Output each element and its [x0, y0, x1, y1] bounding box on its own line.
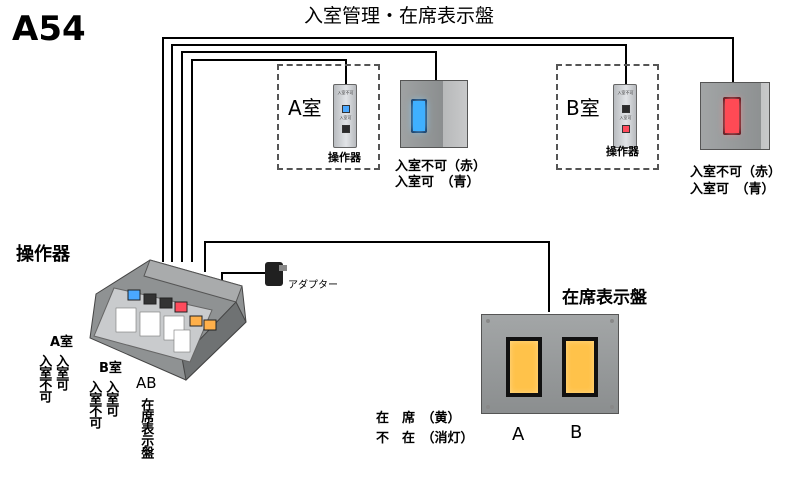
wire-to-b-controller	[171, 44, 627, 262]
presence-slot-a-label: A	[512, 424, 525, 445]
wire-to-a-controller	[191, 59, 347, 262]
room-a-switch-text-top: 入室不可	[337, 90, 354, 95]
wire-to-b-display	[162, 37, 734, 262]
room-b-label: B室	[566, 96, 600, 120]
room-a-group	[277, 64, 380, 170]
adapter-label: アダプター	[288, 280, 338, 291]
system-title: 入室管理・在席表示盤	[304, 5, 495, 27]
code-label: A54	[12, 9, 86, 49]
legend-a-no-entry: 入室不可	[36, 354, 52, 402]
presence-lamp-a	[510, 341, 538, 393]
room-b-group	[556, 64, 659, 170]
main-button-b-red	[174, 301, 188, 313]
room-b-controller: 入室不可 入室可	[613, 84, 637, 148]
room-a-controller-label: 操作器	[328, 151, 361, 164]
presence-slot-b-label: B	[570, 422, 583, 443]
main-controller	[89, 259, 247, 382]
room-a-switch-text-bottom: 入室可	[339, 115, 352, 120]
door-display-a-line2: 入室可 （青）	[395, 175, 480, 190]
presence-panel	[481, 314, 619, 414]
main-button-a-blue	[127, 289, 141, 301]
door-display-b-line1: 入室不可（赤）	[690, 165, 782, 180]
room-a-controller: 入室不可 入室可	[333, 84, 357, 148]
room-b-switch-text-top: 入室不可	[617, 90, 634, 95]
legend-a-entry-ok: 入室可	[53, 354, 69, 390]
room-b-red-button	[622, 125, 630, 133]
legend-b-room: B室	[99, 361, 122, 376]
main-button-presence-b	[203, 319, 217, 331]
main-button-presence-a	[189, 315, 203, 327]
presence-legend-absent: 不 在 （消灯）	[376, 431, 474, 446]
room-b-dark-button	[622, 105, 630, 113]
adapter	[265, 262, 287, 286]
room-a-blue-button	[342, 105, 350, 113]
room-b-controller-label: 操作器	[606, 145, 639, 158]
wire-to-a-display	[181, 51, 437, 262]
legend-ab: AB	[136, 374, 157, 392]
door-display-a-line1: 入室不可（赤）	[395, 159, 487, 174]
room-b-switch-text-bottom: 入室可	[619, 115, 632, 120]
room-a-dark-button	[342, 125, 350, 133]
presence-legend-present: 在 席 （黄）	[376, 411, 461, 426]
door-display-b-lamp	[725, 99, 739, 133]
legend-b-entry-ok: 入室可	[103, 380, 119, 416]
legend-b-no-entry: 入室不可	[86, 380, 102, 428]
legend-presence-panel: 在席表示盤	[138, 398, 154, 458]
presence-lamp-b	[566, 341, 594, 393]
main-controller-label: 操作器	[16, 244, 70, 265]
legend-a-room: A室	[50, 335, 74, 350]
door-display-a-lamp	[413, 101, 425, 131]
door-display-a	[400, 80, 468, 148]
wire-to-presence-panel	[204, 241, 550, 312]
main-button-b-dark	[159, 297, 173, 309]
room-a-label: A室	[288, 96, 322, 120]
presence-panel-title: 在席表示盤	[562, 288, 647, 308]
door-display-b-line2: 入室可 （青）	[690, 182, 775, 197]
main-button-a-dark	[143, 293, 157, 305]
door-display-b	[700, 82, 770, 150]
presence-lamp-b-frame	[562, 337, 598, 397]
presence-lamp-a-frame	[506, 337, 542, 397]
